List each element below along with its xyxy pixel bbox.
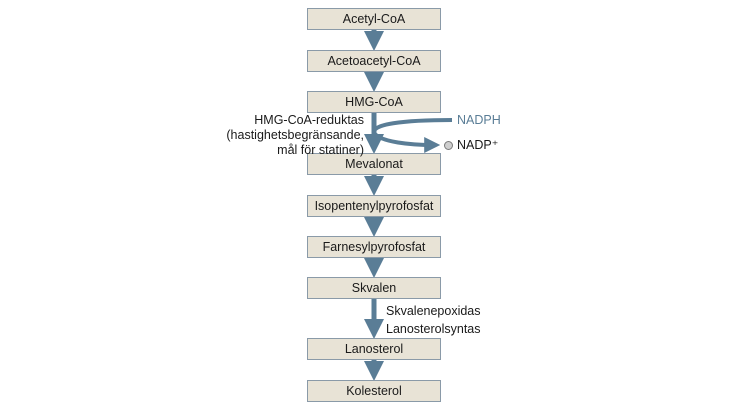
node-lanosterol: Lanosterol — [307, 338, 441, 360]
enzyme-label-hmg-coa-reductase: HMG-CoA-reduktas (hastighetsbegränsande,… — [226, 113, 364, 158]
enzyme-hmg-line-1: HMG-CoA-reduktas — [254, 113, 364, 127]
node-mevalonat: Mevalonat — [307, 153, 441, 175]
node-acetoacetyl-coa: Acetoacetyl-CoA — [307, 50, 441, 72]
cofactor-nadp: NADP⁺ — [457, 138, 499, 152]
node-skvalen: Skvalen — [307, 277, 441, 299]
enzyme-skvalen-line-1: Skvalenepoxidas — [386, 304, 481, 318]
enzyme-skvalen-line-2: Lanosterolsyntas — [386, 322, 481, 336]
enzyme-hmg-line-2: (hastighetsbegränsande, — [226, 128, 364, 142]
node-farnesylpyrofosfat: Farnesylpyrofosfat — [307, 236, 441, 258]
node-kolesterol: Kolesterol — [307, 380, 441, 402]
cofactor-nadph: NADPH — [457, 113, 501, 127]
enzyme-hmg-line-3: mål för statiner) — [277, 143, 364, 157]
enzyme-label-skvalen: Skvalenepoxidas Lanosterolsyntas — [386, 304, 481, 337]
node-isopentenylpyrofosfat: Isopentenylpyrofosfat — [307, 195, 441, 217]
arrow-nadph-to-nadp — [372, 118, 453, 153]
node-acetyl-coa: Acetyl-CoA — [307, 8, 441, 30]
nadp-circle-icon — [444, 141, 453, 150]
node-hmg-coa: HMG-CoA — [307, 91, 441, 113]
